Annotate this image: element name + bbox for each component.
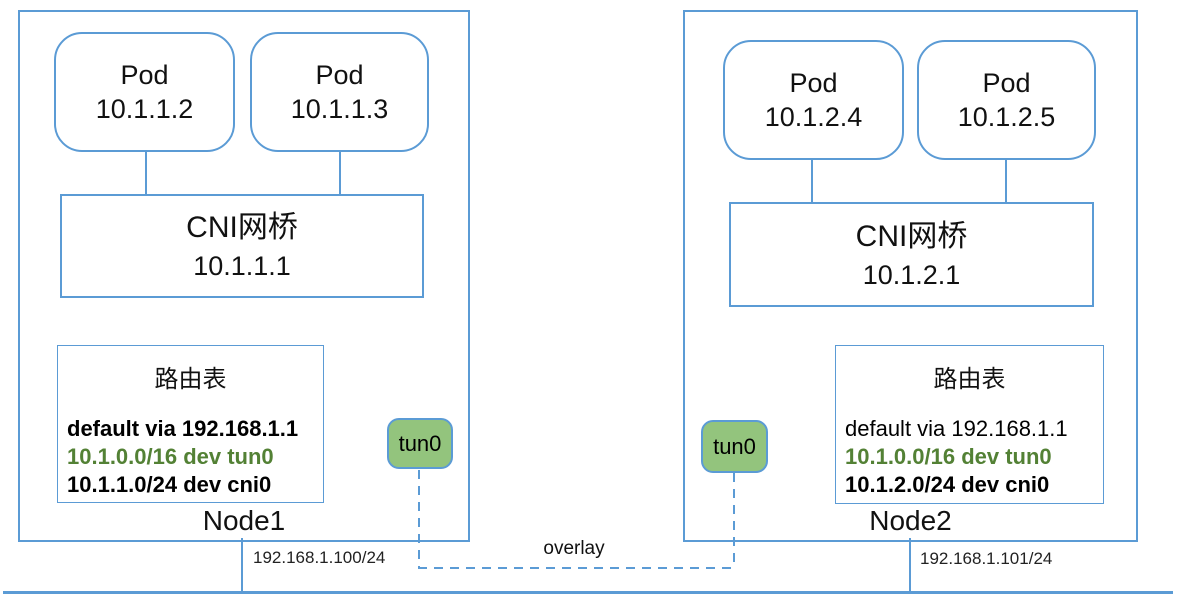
- route-entry-default: default via 192.168.1.1: [67, 416, 299, 441]
- tun0-interface: tun0: [701, 420, 768, 473]
- node2-box: Pod 10.1.2.4 Pod 10.1.2.5 CNI网桥 10.1.2.1…: [683, 10, 1138, 542]
- cni-bridge-title: CNI网桥: [186, 211, 298, 244]
- pod-to-bridge-connector: [339, 150, 341, 194]
- node2-uplink-line: [909, 538, 911, 593]
- tun0-interface: tun0: [387, 418, 453, 469]
- node-label: Node1: [202, 505, 286, 536]
- pod-title: Pod: [315, 60, 364, 90]
- route-entry-tun0: 10.1.0.0/16 dev tun0: [67, 444, 274, 469]
- route-list: default via 192.168.1.1 10.1.0.0/16 dev …: [67, 415, 319, 499]
- tun0-dashed-line-right: [733, 473, 735, 567]
- pod-to-bridge-connector: [811, 158, 813, 202]
- route-table-title: 路由表: [154, 366, 227, 393]
- route-entry-cni0: 10.1.2.0/24 dev cni0: [845, 472, 1050, 497]
- route-list: default via 192.168.1.1 10.1.0.0/16 dev …: [845, 415, 1099, 499]
- node1-uplink-line: [241, 538, 243, 593]
- pod-to-bridge-connector: [1005, 158, 1007, 202]
- pod-ip: 10.1.1.2: [95, 94, 194, 124]
- pod-box: Pod 10.1.1.3: [250, 32, 429, 152]
- node1-box: Pod 10.1.1.2 Pod 10.1.1.3 CNI网桥 10.1.1.1…: [18, 10, 470, 542]
- pod-title: Pod: [982, 68, 1031, 98]
- overlay-dashed-line: [418, 567, 735, 569]
- cni-bridge-title: CNI网桥: [855, 219, 968, 253]
- pod-box: Pod 10.1.1.2: [54, 32, 235, 152]
- route-table-box: 路由表 default via 192.168.1.1 10.1.0.0/16 …: [57, 345, 324, 503]
- pod-title: Pod: [789, 68, 838, 98]
- pod-ip: 10.1.1.3: [290, 94, 389, 124]
- pod-to-bridge-connector: [145, 150, 147, 194]
- route-table-box: 路由表 default via 192.168.1.1 10.1.0.0/16 …: [835, 345, 1104, 504]
- node2-host-ip-label: 192.168.1.101/24: [920, 549, 1053, 568]
- pod-box: Pod 10.1.2.4: [723, 40, 904, 160]
- overlay-label: overlay: [543, 538, 605, 559]
- pod-title: Pod: [120, 60, 169, 90]
- pod-ip: 10.1.2.4: [764, 102, 863, 132]
- route-entry-tun0: 10.1.0.0/16 dev tun0: [845, 444, 1052, 469]
- tun0-dashed-line-left: [418, 470, 420, 567]
- pod-ip: 10.1.2.5: [957, 102, 1056, 132]
- node-label: Node2: [869, 505, 952, 536]
- route-entry-cni0: 10.1.1.0/24 dev cni0: [67, 472, 272, 497]
- route-table-title: 路由表: [933, 366, 1006, 393]
- cni-bridge-box: CNI网桥 10.1.2.1: [729, 202, 1094, 307]
- node1-host-ip-label: 192.168.1.100/24: [253, 548, 386, 567]
- cni-bridge-ip: 10.1.2.1: [862, 259, 961, 290]
- physical-network-line: [3, 591, 1173, 594]
- route-entry-default: default via 192.168.1.1: [845, 416, 1068, 441]
- pod-box: Pod 10.1.2.5: [917, 40, 1096, 160]
- cni-bridge-box: CNI网桥 10.1.1.1: [60, 194, 424, 298]
- cni-bridge-ip: 10.1.1.1: [193, 251, 291, 281]
